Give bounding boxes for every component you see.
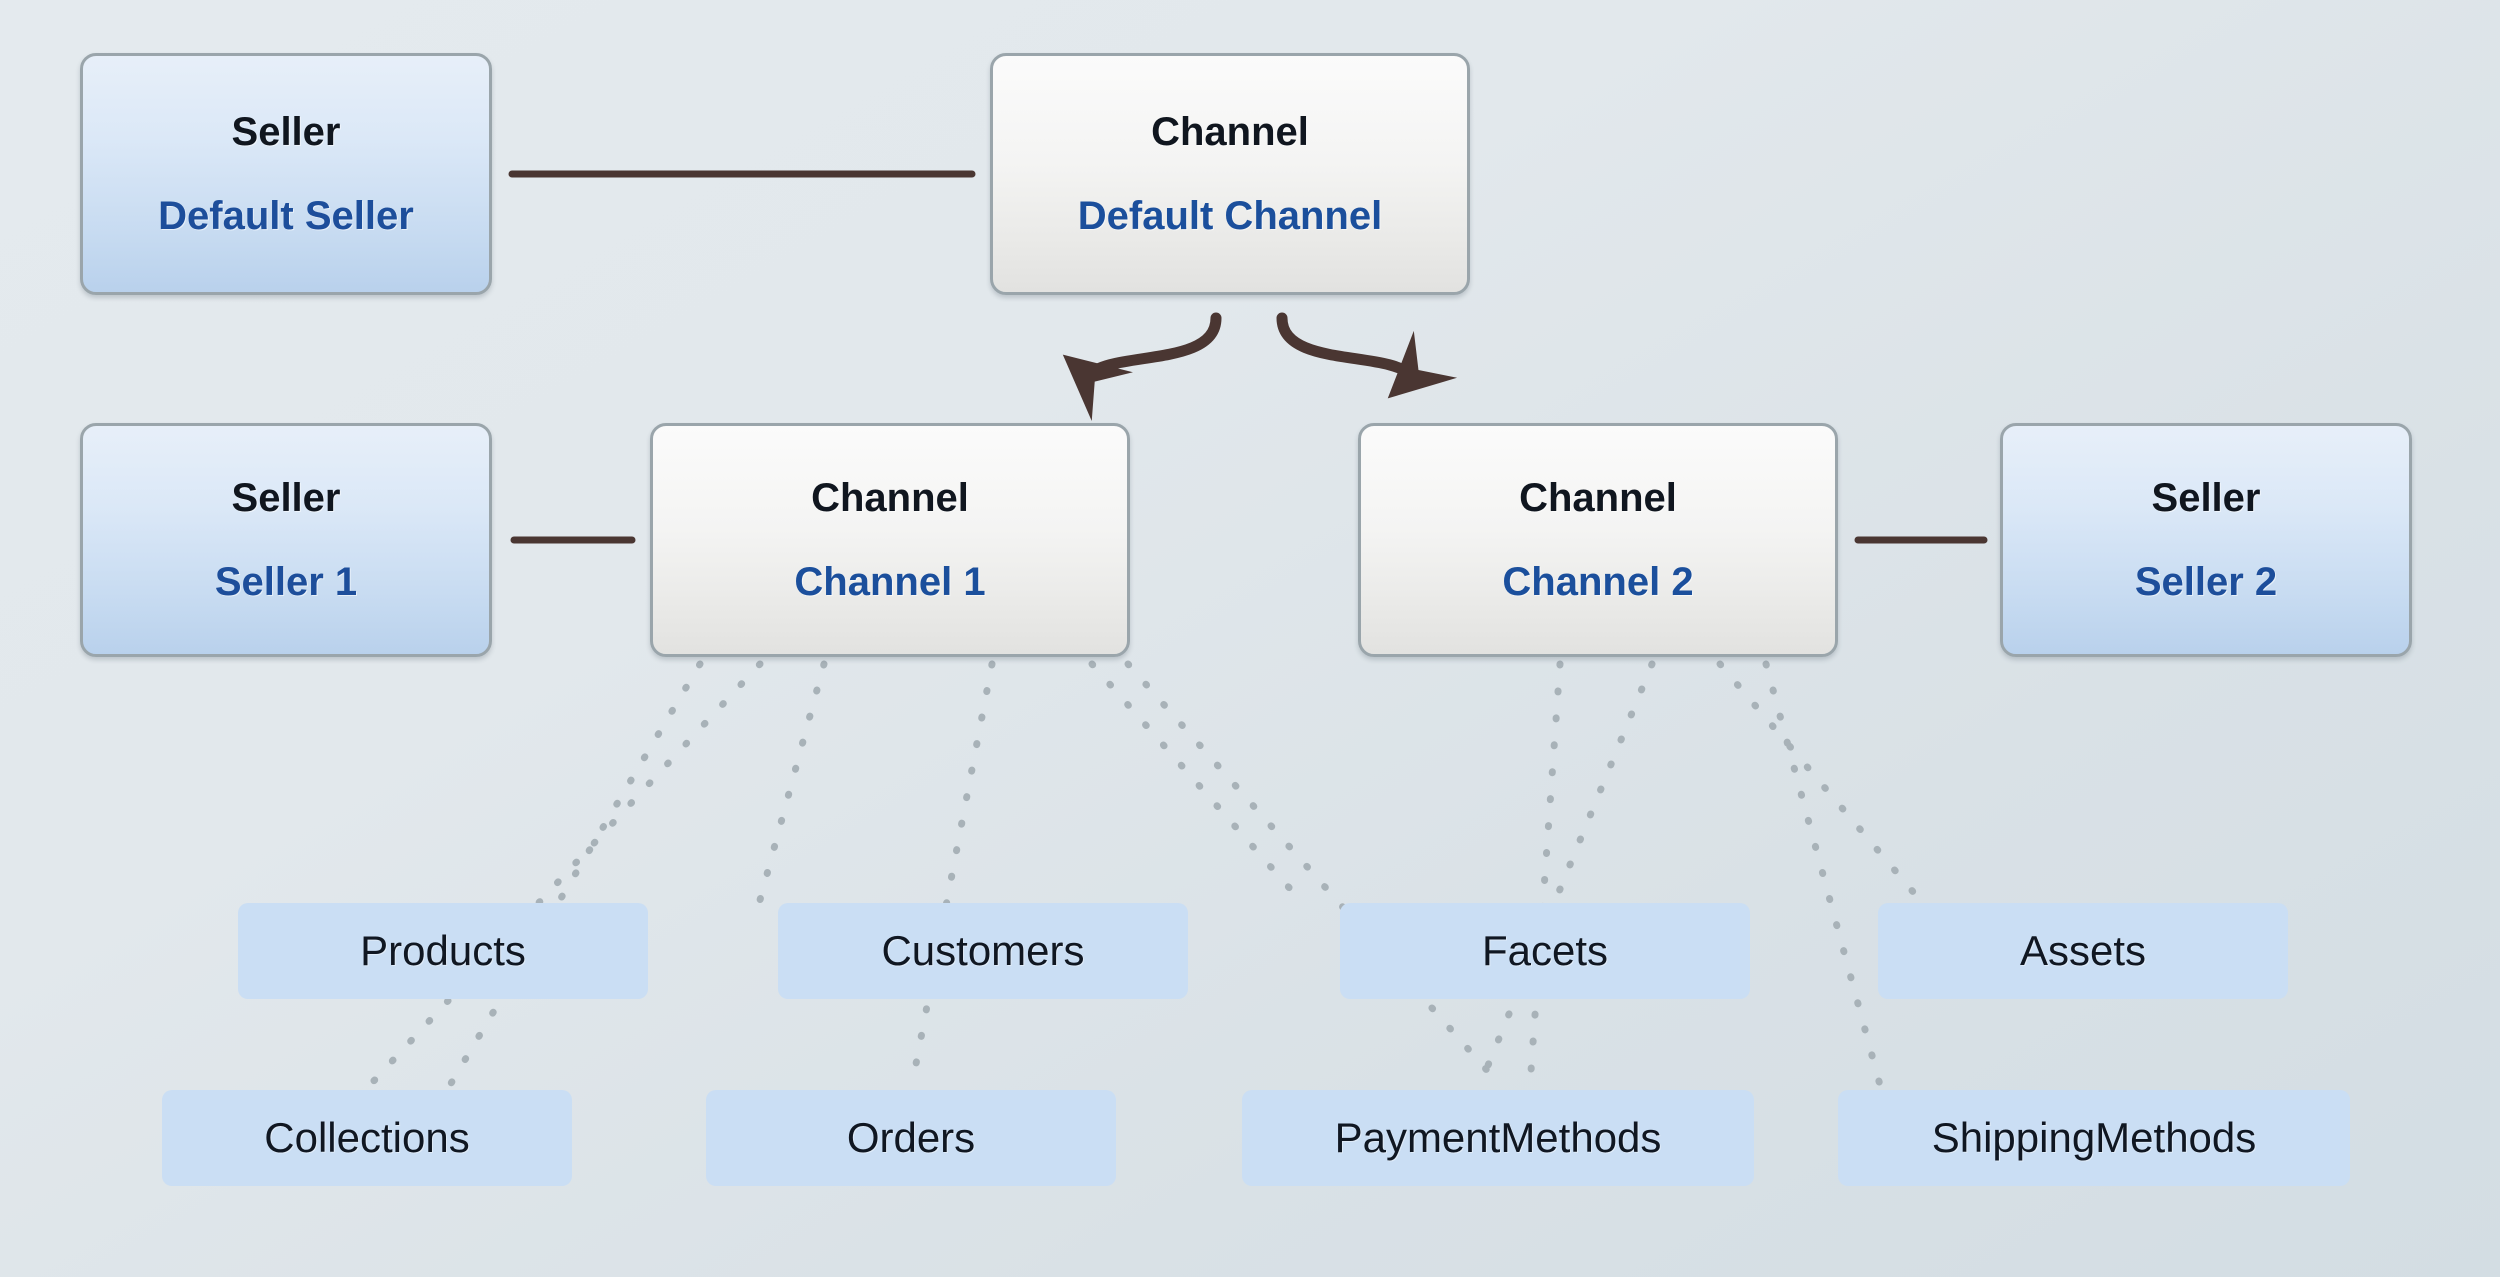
leaf-chip-label: Facets bbox=[1481, 927, 1609, 974]
leaf-chip-payment-methods[interactable]: PaymentMethods bbox=[1242, 1090, 1754, 1186]
dotted-edge-channel2-shippingmethods bbox=[1762, 660, 1884, 1089]
leaf-chip-label: Collections bbox=[264, 1114, 470, 1161]
leaf-chip-facets[interactable]: Facets bbox=[1340, 903, 1750, 999]
entity-card-default-channel[interactable]: Channel Default Channel bbox=[990, 53, 1470, 295]
entity-card-seller-2[interactable]: Seller Seller 2 bbox=[2000, 423, 2412, 657]
dotted-edge-channel1-collections bbox=[366, 660, 764, 1089]
entity-name-label: Channel 2 bbox=[1502, 560, 1694, 604]
entity-type-label: Seller bbox=[231, 476, 341, 520]
entity-type-label: Channel bbox=[1519, 476, 1677, 520]
dotted-edges-channel-2 bbox=[1476, 660, 1924, 1089]
leaf-chip-label: Products bbox=[360, 927, 526, 974]
entity-type-label: Channel bbox=[1151, 110, 1309, 154]
leaf-chip-collections[interactable]: Collections bbox=[162, 1090, 572, 1186]
entity-name-label: Default Channel bbox=[1077, 194, 1383, 238]
dotted-edge-channel1-paymentmethods bbox=[1124, 660, 1504, 1089]
entity-card-channel-2[interactable]: Channel Channel 2 bbox=[1358, 423, 1838, 657]
entity-name-label: Seller 2 bbox=[2134, 560, 2278, 604]
entity-name-label: Default Seller bbox=[158, 194, 414, 238]
entity-card-channel-1[interactable]: Channel Channel 1 bbox=[650, 423, 1130, 657]
entity-type-label: Seller bbox=[2151, 476, 2261, 520]
dotted-edge-channel2-assets bbox=[1716, 660, 1924, 904]
entity-type-label: Channel bbox=[811, 476, 969, 520]
leaf-chip-label: Customers bbox=[881, 927, 1085, 974]
entity-card-default-seller[interactable]: Seller Default Seller bbox=[80, 53, 492, 295]
dotted-edge-channel2-paymentmethods bbox=[1476, 660, 1656, 1089]
dotted-edge-channel1-products bbox=[446, 660, 704, 1089]
leaf-chip-customers[interactable]: Customers bbox=[778, 903, 1188, 999]
entity-card-seller-1[interactable]: Seller Seller 1 bbox=[80, 423, 492, 657]
dotted-edge-channel1-customers bbox=[756, 660, 828, 904]
leaf-chip-label: PaymentMethods bbox=[1334, 1114, 1662, 1161]
dotted-edge-channel1-orders bbox=[908, 660, 996, 1089]
entity-name-label: Seller 1 bbox=[214, 560, 358, 604]
leaf-chip-label: Orders bbox=[846, 1114, 976, 1161]
dotted-edge-channel2-facets bbox=[1526, 660, 1564, 1089]
leaf-chip-label: ShippingMethods bbox=[1931, 1114, 2257, 1161]
leaf-chip-shipping-methods[interactable]: ShippingMethods bbox=[1838, 1090, 2350, 1186]
arrow-default-channel-to-channel-1 bbox=[1062, 312, 1222, 421]
dotted-edge-channel1-facets bbox=[1088, 660, 1304, 904]
leaf-chip-orders[interactable]: Orders bbox=[706, 1090, 1116, 1186]
leaf-chip-assets[interactable]: Assets bbox=[1878, 903, 2288, 999]
leaf-chip-label: Assets bbox=[2019, 927, 2147, 974]
arrow-default-channel-to-channel-2 bbox=[1276, 312, 1458, 399]
entity-type-label: Seller bbox=[231, 110, 341, 154]
dotted-edges-channel-1 bbox=[366, 660, 1504, 1089]
leaf-chip-products[interactable]: Products bbox=[238, 903, 648, 999]
entity-name-label: Channel 1 bbox=[794, 560, 986, 604]
